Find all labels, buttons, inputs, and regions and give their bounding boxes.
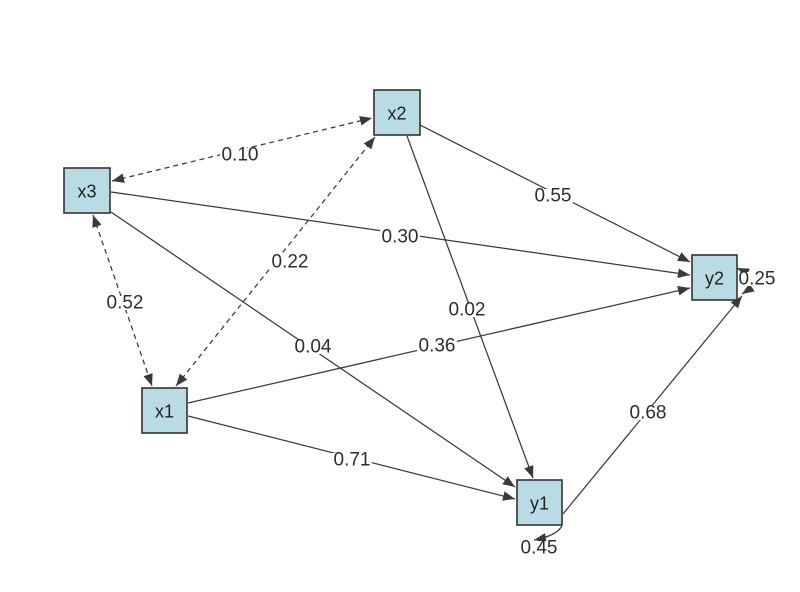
label-bg bbox=[380, 230, 420, 244]
arrowhead-icon bbox=[176, 373, 188, 386]
edge-x1-x2 bbox=[175, 136, 376, 387]
arrowhead-icon bbox=[502, 491, 515, 501]
node-box bbox=[141, 387, 188, 434]
edge-label-group: 0.68 bbox=[628, 403, 668, 424]
arrowhead-icon bbox=[143, 373, 153, 386]
node-y2: y2 bbox=[691, 254, 738, 301]
edge-label: 0.45 bbox=[521, 538, 558, 559]
arrowhead-icon bbox=[524, 465, 534, 478]
label-bg bbox=[293, 340, 333, 354]
node-x3: x3 bbox=[63, 167, 111, 214]
edge-label-group: 0.30 bbox=[380, 227, 420, 248]
edge-label-group: 0.36 bbox=[417, 336, 457, 357]
edge-line bbox=[562, 295, 743, 515]
arrowhead-icon bbox=[677, 268, 690, 279]
node-box bbox=[691, 254, 738, 301]
edge-label-group: 0.55 bbox=[533, 186, 573, 207]
edge-label: 0.52 bbox=[107, 293, 144, 314]
edge-y1-y2 bbox=[562, 295, 743, 515]
node-x2: x2 bbox=[373, 89, 421, 136]
node-x1: x1 bbox=[141, 387, 188, 434]
edge-label: 0.22 bbox=[272, 252, 309, 273]
label-bg bbox=[737, 272, 777, 286]
arrowhead-icon bbox=[677, 286, 690, 296]
edge-label-group: 0.10 bbox=[220, 145, 260, 166]
arrowhead-icon bbox=[502, 476, 515, 487]
edge-label: 0.55 bbox=[535, 186, 572, 207]
node-label: x1 bbox=[155, 402, 174, 422]
label-bg bbox=[447, 303, 487, 317]
edge-label: 0.36 bbox=[419, 336, 456, 357]
label-bg bbox=[270, 255, 310, 269]
label-bg bbox=[105, 296, 145, 310]
label-bg bbox=[417, 339, 457, 353]
arrowhead-icon bbox=[363, 137, 375, 150]
arrowhead-icon bbox=[730, 296, 742, 309]
edge-label: 0.71 bbox=[334, 450, 371, 471]
arrowhead-icon bbox=[92, 215, 102, 228]
arrowhead-icon bbox=[359, 116, 372, 126]
edge-label-group: 0.45 bbox=[519, 538, 559, 559]
edge-label: 0.30 bbox=[382, 227, 419, 248]
node-box bbox=[373, 89, 421, 136]
arrowhead-icon bbox=[677, 252, 690, 262]
node-y1: y1 bbox=[516, 479, 563, 526]
edge-label: 0.10 bbox=[222, 145, 259, 166]
edge-label: 0.02 bbox=[449, 300, 486, 321]
arrowhead-icon bbox=[742, 283, 755, 294]
node-label: y2 bbox=[705, 269, 724, 289]
arrowhead-icon bbox=[112, 173, 125, 183]
edge-label-group: 0.22 bbox=[270, 252, 310, 273]
edge-label-group: 0.25 bbox=[737, 269, 777, 290]
edge-label: 0.68 bbox=[630, 403, 667, 424]
label-bg bbox=[533, 189, 573, 203]
label-bg bbox=[519, 541, 559, 555]
edge-label: 0.25 bbox=[739, 269, 776, 290]
edge-label-group: 0.71 bbox=[332, 450, 372, 471]
node-label: x3 bbox=[77, 182, 96, 202]
node-label: y1 bbox=[530, 494, 549, 514]
node-box bbox=[516, 479, 563, 526]
self-loop-y1 bbox=[533, 525, 563, 543]
edge-x3-x2 bbox=[111, 116, 373, 183]
edge-label-group: 0.02 bbox=[447, 300, 487, 321]
label-bg bbox=[332, 453, 372, 467]
label-bg bbox=[220, 148, 260, 162]
arrowhead-icon bbox=[534, 533, 547, 543]
label-bg bbox=[628, 406, 668, 420]
edge-label: 0.04 bbox=[295, 337, 332, 358]
edge-line bbox=[175, 136, 376, 387]
node-label: x2 bbox=[387, 104, 406, 124]
edge-label-group: 0.04 bbox=[293, 337, 333, 358]
edge-label-group: 0.52 bbox=[105, 293, 145, 314]
node-box bbox=[63, 167, 111, 214]
